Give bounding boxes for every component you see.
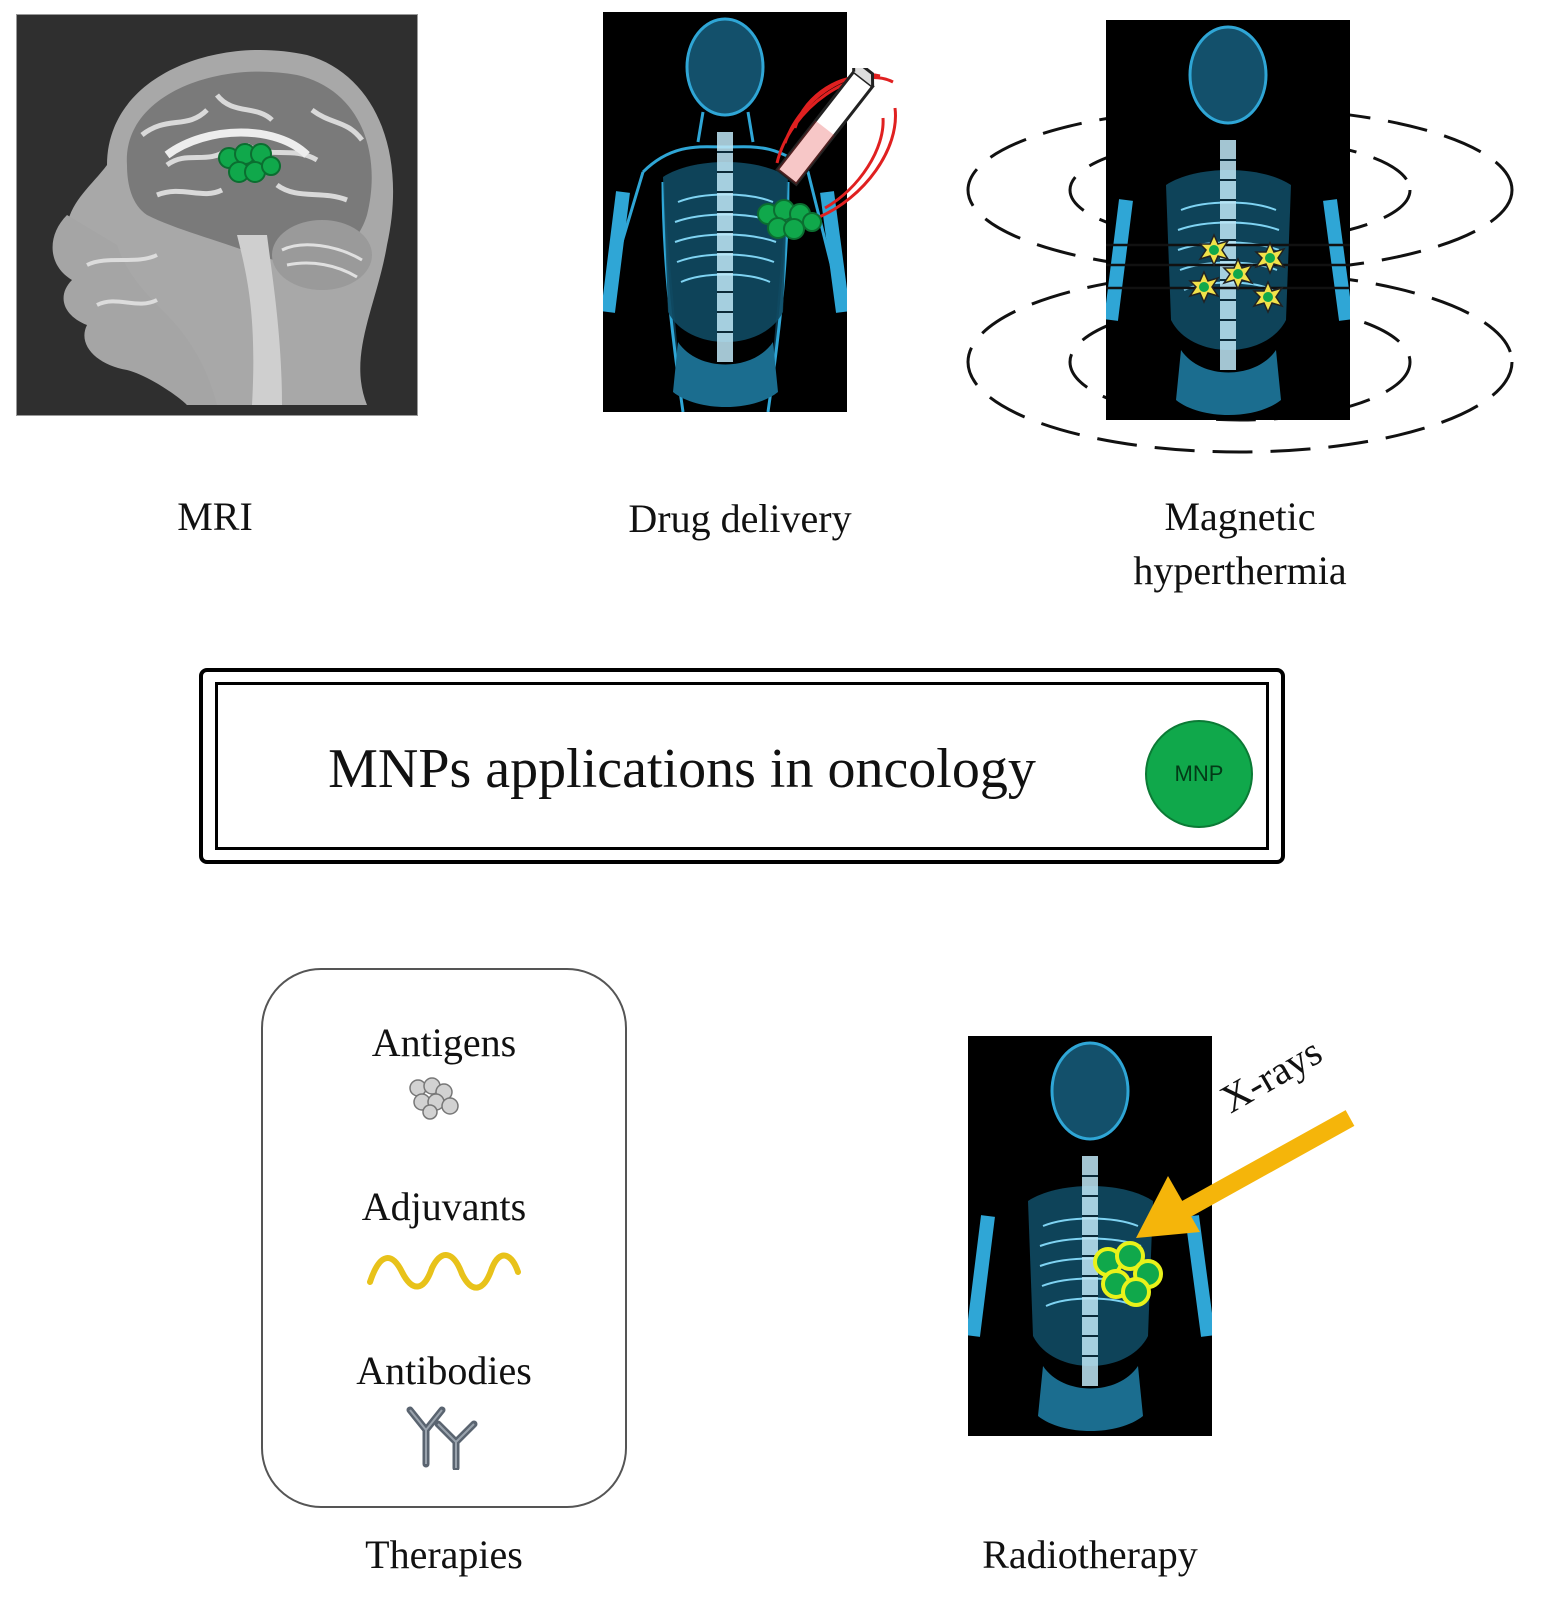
center-title: MNPs applications in oncology	[328, 738, 1036, 800]
drug-delivery-body-image	[603, 12, 847, 412]
antibodies-label: Antibodies	[356, 1348, 532, 1393]
magnetic-hyperthermia-label-line1: Magnetic	[1164, 494, 1316, 539]
mri-brain-image	[16, 14, 418, 416]
adjuvants-label: Adjuvants	[361, 1184, 527, 1229]
therapies-box	[261, 968, 627, 1508]
radiotherapy-body-image	[968, 1036, 1212, 1436]
mnp-badge: MNP	[1145, 720, 1253, 828]
magnet-icon	[775, 68, 897, 218]
hyperthermia-heated-nanoparticles	[1189, 234, 1285, 313]
antibodies-icon	[406, 1406, 478, 1470]
center-title-box: MNPs applications in oncology	[199, 668, 1285, 864]
magnetic-hyperthermia-body-image	[1106, 20, 1350, 420]
radiotherapy-label: Radiotherapy	[982, 1532, 1198, 1577]
therapies-label: Therapies	[365, 1532, 523, 1577]
mri-label: MRI	[177, 494, 253, 539]
mri-nanoparticle-cluster	[218, 143, 281, 183]
center-title-inner-border: MNPs applications in oncology	[215, 682, 1269, 850]
xray-arrow-icon	[1136, 1110, 1355, 1238]
drug-delivery-nanoparticle-cluster	[757, 199, 822, 240]
radiotherapy-nanoparticle-cluster	[1093, 1241, 1163, 1307]
antigens-label: Antigens	[371, 1020, 517, 1065]
antigens-icon	[409, 1077, 459, 1120]
magnetic-hyperthermia-label-line2: hyperthermia	[1133, 548, 1347, 593]
drug-delivery-label: Drug delivery	[628, 496, 852, 541]
adjuvants-wave-icon	[367, 1252, 521, 1291]
